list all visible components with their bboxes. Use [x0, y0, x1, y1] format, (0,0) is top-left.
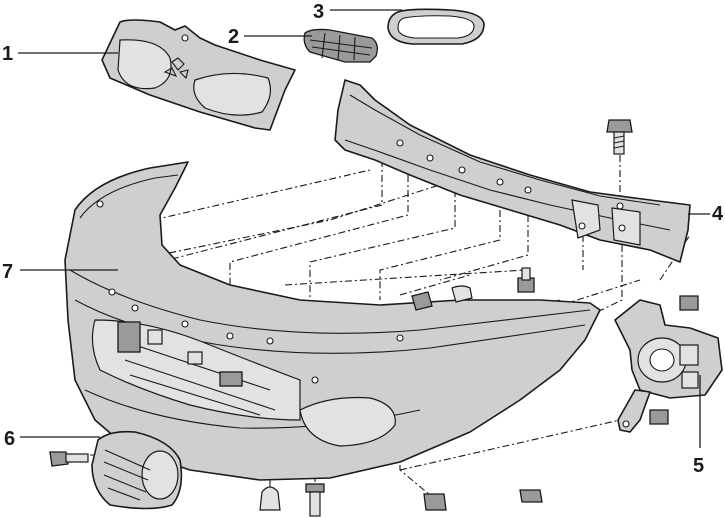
grille-insert	[303, 28, 378, 63]
callout-label-7: 7	[2, 261, 13, 283]
callouts: 1 2 3 4 5 6 7	[2, 1, 724, 477]
front-bumper-cover	[64, 161, 601, 481]
callout-label-5: 5	[693, 455, 704, 477]
emblem-frame	[387, 8, 485, 45]
bumper-reinforcement-beam	[334, 79, 691, 263]
mounting-bolt	[606, 119, 633, 155]
callout-label-3: 3	[313, 1, 324, 23]
callout-label-1: 1	[2, 43, 13, 65]
callout-label-4: 4	[712, 203, 724, 225]
radiator-grille	[101, 19, 296, 131]
fog-lamp-cover	[49, 430, 183, 510]
retaining-clips	[259, 267, 699, 517]
headlight-washer-bracket	[614, 299, 723, 433]
callout-label-2: 2	[228, 26, 239, 48]
callout-label-6: 6	[4, 428, 15, 450]
